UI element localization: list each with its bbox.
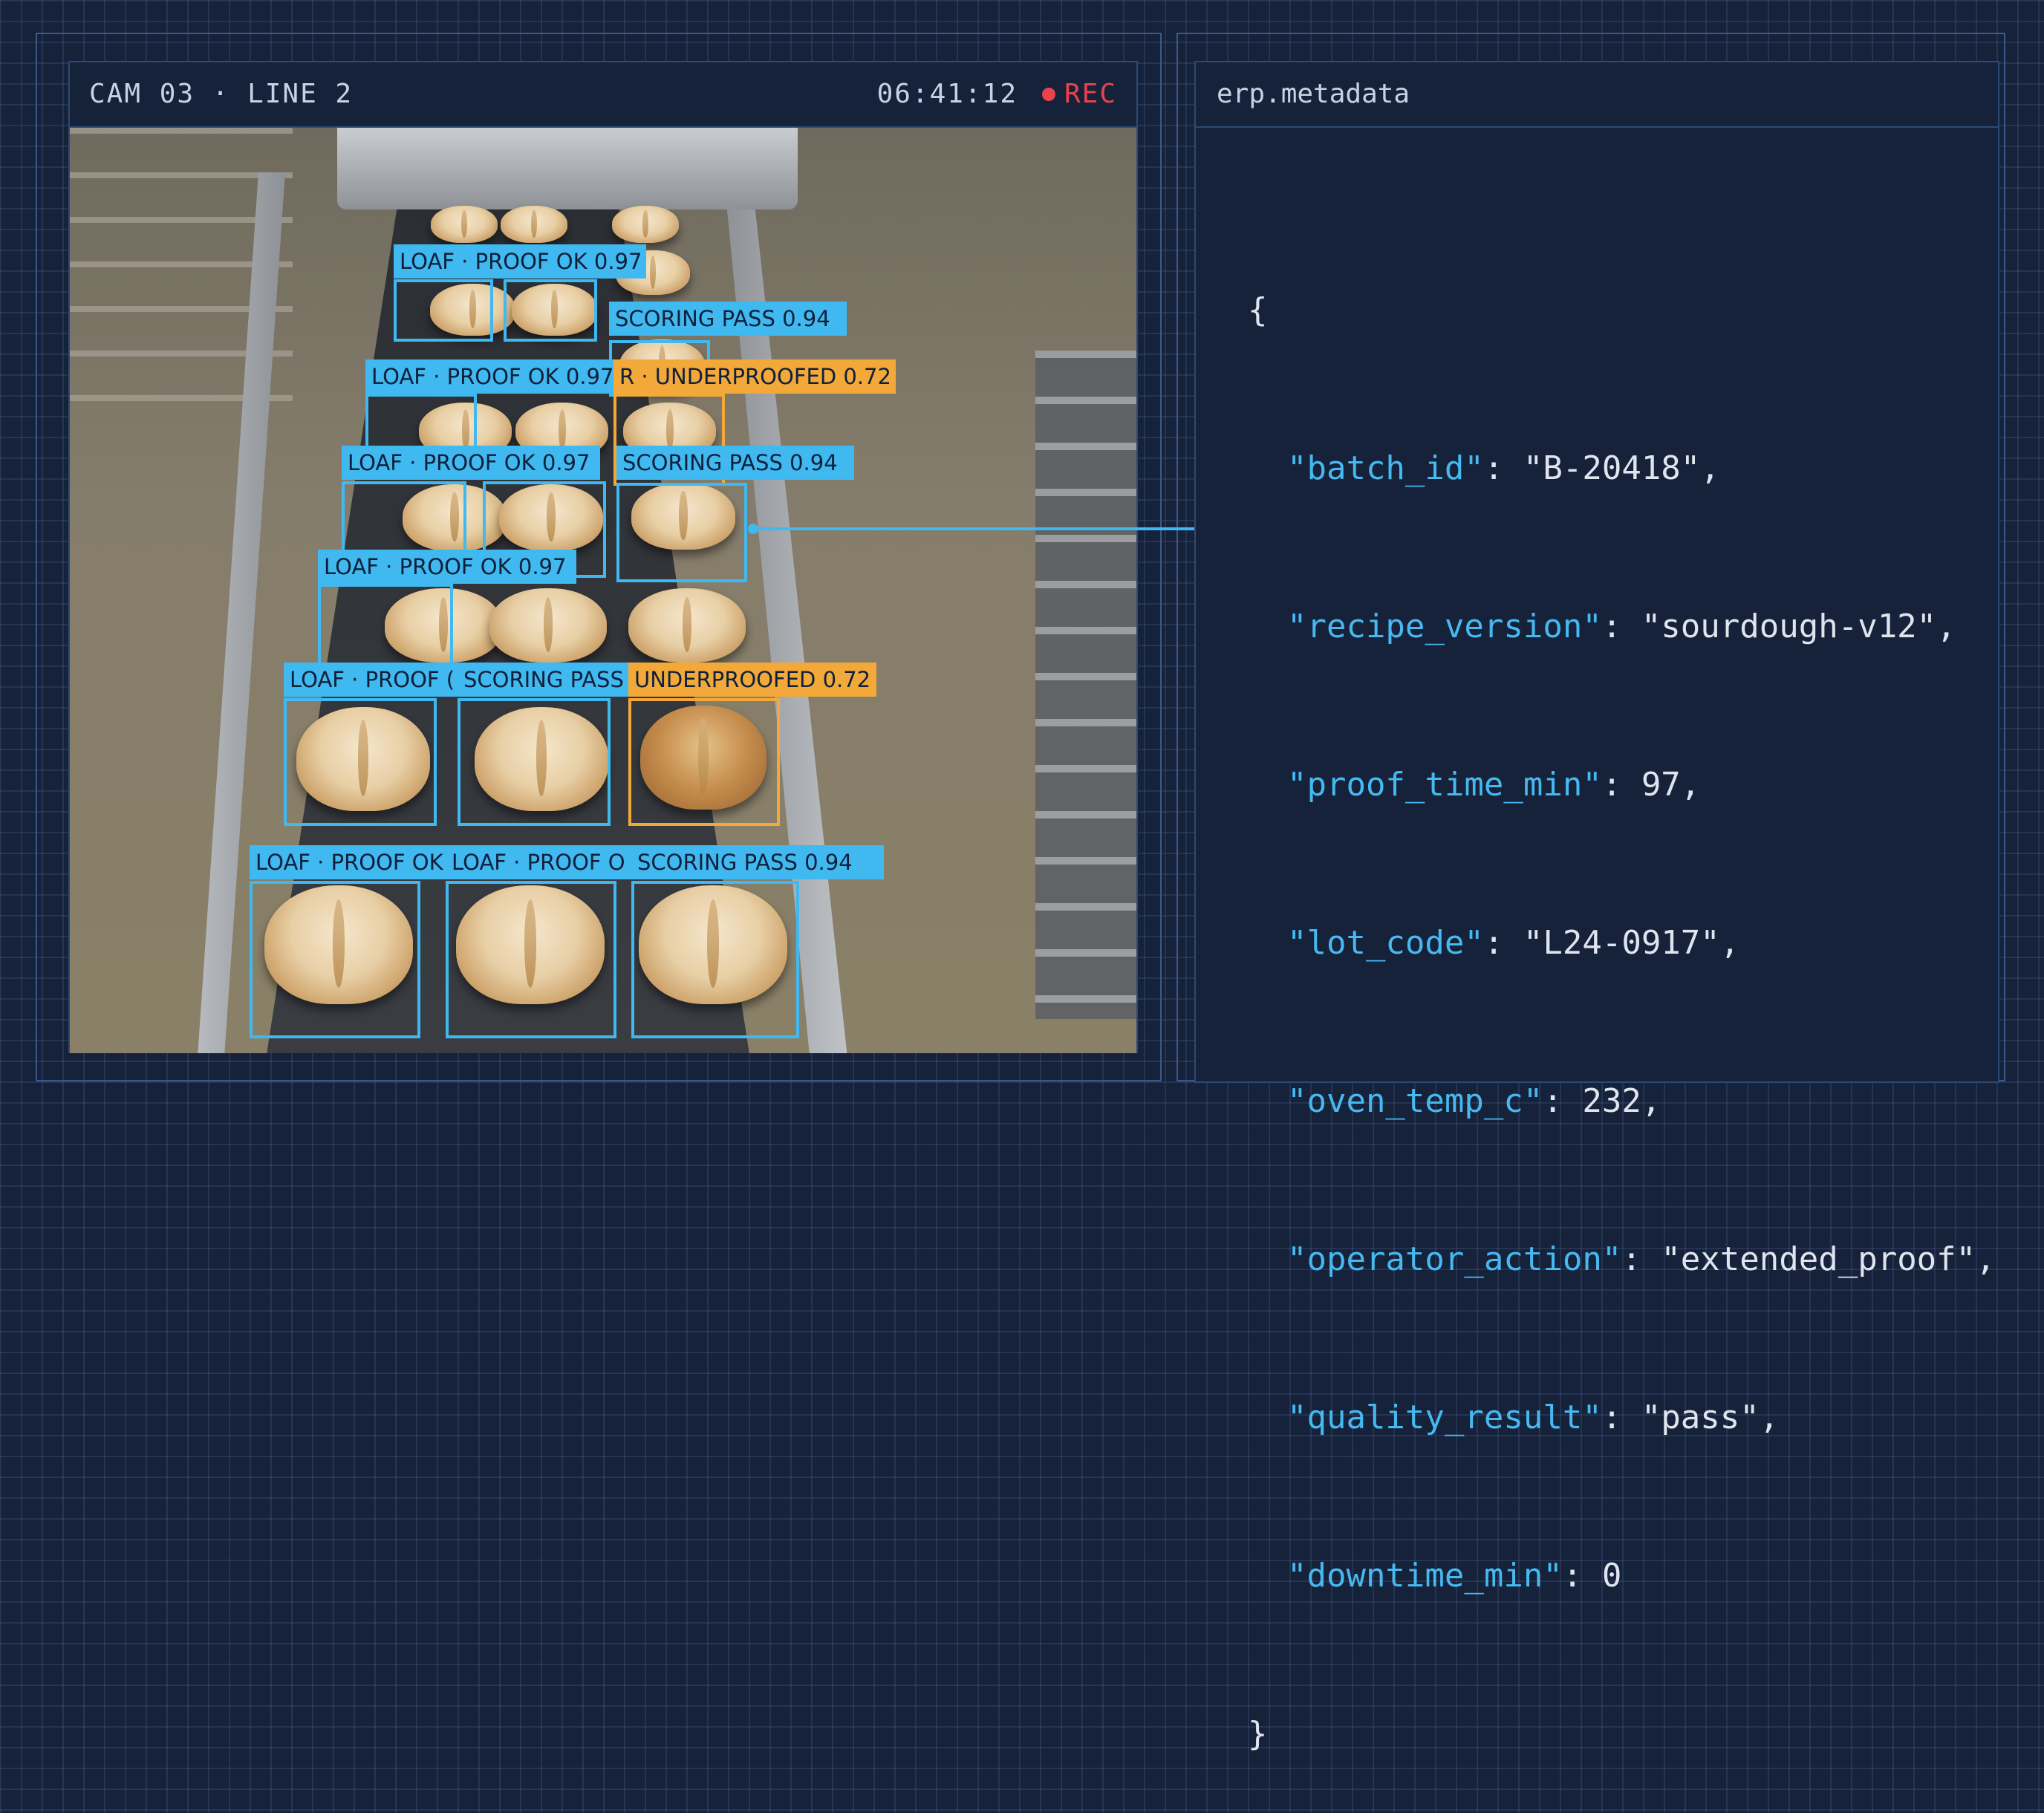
- json-key: "recipe_version": [1286, 608, 1602, 645]
- detection-box[interactable]: [504, 279, 597, 342]
- json-field-lot-code[interactable]: "lot_code": "L24-0917",: [1248, 917, 1996, 969]
- json-close-brace: }: [1248, 1715, 1268, 1753]
- rec-indicator[interactable]: REC: [1041, 79, 1117, 109]
- loaf: [631, 483, 735, 550]
- detection-box-warn[interactable]: [628, 698, 780, 826]
- loaf: [431, 206, 498, 243]
- detection-label: LOAF · PROOF OK: [250, 845, 447, 879]
- loaf: [640, 706, 766, 810]
- json-colon: :: [1562, 1557, 1602, 1595]
- detection-label: LOAF · PROOF O: [446, 845, 640, 879]
- json-key: "batch_id": [1286, 449, 1484, 487]
- json-colon: :: [1621, 1240, 1661, 1278]
- json-key: "quality_result": [1286, 1399, 1602, 1436]
- loaf: [489, 588, 607, 663]
- detection-label: SCORING PASS 0.94: [631, 845, 884, 879]
- camera-header: CAM 03 · LINE 2 06:41:12 REC: [70, 62, 1136, 128]
- json-field-proof-time[interactable]: "proof_time_min": 97,: [1248, 758, 1996, 811]
- detection-label: SCORING PASS 0.94: [616, 446, 854, 480]
- loaf: [264, 885, 413, 1004]
- detection-box[interactable]: [394, 279, 493, 342]
- detection-box[interactable]: [284, 698, 437, 826]
- json-value: "B-20418",: [1523, 449, 1720, 487]
- camera-label: CAM 03 · LINE 2: [89, 79, 354, 109]
- detection-box[interactable]: [631, 881, 799, 1038]
- detection-box[interactable]: [250, 881, 420, 1038]
- detection-label-warn: R · UNDERPROOFED 0.72: [613, 359, 896, 394]
- detection-box[interactable]: [318, 584, 453, 665]
- json-value: "extended_proof",: [1661, 1240, 1996, 1278]
- loaf: [628, 588, 746, 663]
- json-value: "sourdough-v12",: [1641, 608, 1956, 645]
- loaf: [499, 484, 603, 551]
- loaf: [430, 284, 515, 336]
- json-colon: :: [1483, 924, 1523, 962]
- loaf: [456, 885, 605, 1004]
- background-rack-right: [1035, 351, 1136, 1019]
- detection-box[interactable]: [616, 483, 747, 582]
- json-key: "lot_code": [1286, 924, 1484, 962]
- json-colon: :: [1483, 449, 1523, 487]
- json-colon: :: [1601, 1399, 1641, 1436]
- json-field-oven-temp[interactable]: "oven_temp_c": 232,: [1248, 1075, 1996, 1127]
- detection-box[interactable]: [446, 881, 616, 1038]
- loaf: [475, 707, 608, 811]
- json-field-quality-result[interactable]: "quality_result": "pass",: [1248, 1391, 1996, 1444]
- json-field-operator-action[interactable]: "operator_action": "extended_proof",: [1248, 1233, 1996, 1286]
- loaf: [612, 206, 679, 243]
- json-colon: :: [1601, 608, 1641, 645]
- left-frame: [36, 33, 1162, 1081]
- detection-label: LOAF · PROOF OK 0.97: [394, 244, 646, 279]
- json-key: "downtime_min": [1286, 1557, 1563, 1595]
- json-colon: :: [1601, 766, 1641, 804]
- json-field-batch-id[interactable]: "batch_id": "B-20418",: [1248, 442, 1996, 495]
- detection-box[interactable]: [458, 698, 611, 826]
- loaf: [296, 707, 430, 811]
- loaf: [385, 588, 502, 663]
- json-value: 0: [1601, 1557, 1622, 1595]
- detection-label: LOAF · PROOF OK 0.97: [365, 359, 618, 394]
- detection-label: SCORING PASS: [458, 663, 628, 697]
- loaf: [403, 484, 507, 551]
- detection-label: LOAF · PROOF (: [284, 663, 459, 697]
- json-viewer[interactable]: { "batch_id": "B-20418", "recipe_version…: [1248, 178, 1996, 1813]
- detection-label: SCORING PASS 0.94: [609, 302, 847, 336]
- json-key: "proof_time_min": [1286, 766, 1602, 804]
- camera-feed[interactable]: [70, 128, 1136, 1053]
- json-open-brace: {: [1248, 291, 1268, 329]
- metadata-panel: erp.metadata: [1194, 61, 1999, 1083]
- json-value: "pass",: [1641, 1399, 1780, 1436]
- camera-timestamp: 06:41:12: [876, 79, 1018, 109]
- json-value: 232,: [1582, 1082, 1661, 1120]
- json-key: "operator_action": [1286, 1240, 1622, 1278]
- detection-label-warn: UNDERPROOFED 0.72: [628, 663, 876, 697]
- json-value: 97,: [1641, 766, 1701, 804]
- metadata-header: erp.metadata: [1196, 62, 1998, 128]
- rec-dot-icon: [1041, 87, 1055, 101]
- detection-label: LOAF · PROOF OK 0.97: [342, 446, 600, 480]
- metadata-title: erp.metadata: [1217, 79, 1410, 109]
- detection-label: LOAF · PROOF OK 0.97: [318, 550, 576, 584]
- json-field-downtime[interactable]: "downtime_min": 0: [1248, 1549, 1996, 1602]
- proofer-hood: [337, 128, 798, 209]
- loaf: [512, 284, 597, 336]
- loaf: [501, 206, 567, 243]
- rec-label: REC: [1064, 79, 1117, 109]
- json-key: "oven_temp_c": [1286, 1082, 1543, 1120]
- json-value: "L24-0917",: [1523, 924, 1740, 962]
- loaf: [639, 885, 787, 1004]
- json-field-recipe-version[interactable]: "recipe_version": "sourdough-v12",: [1248, 600, 1996, 653]
- json-colon: :: [1543, 1082, 1583, 1120]
